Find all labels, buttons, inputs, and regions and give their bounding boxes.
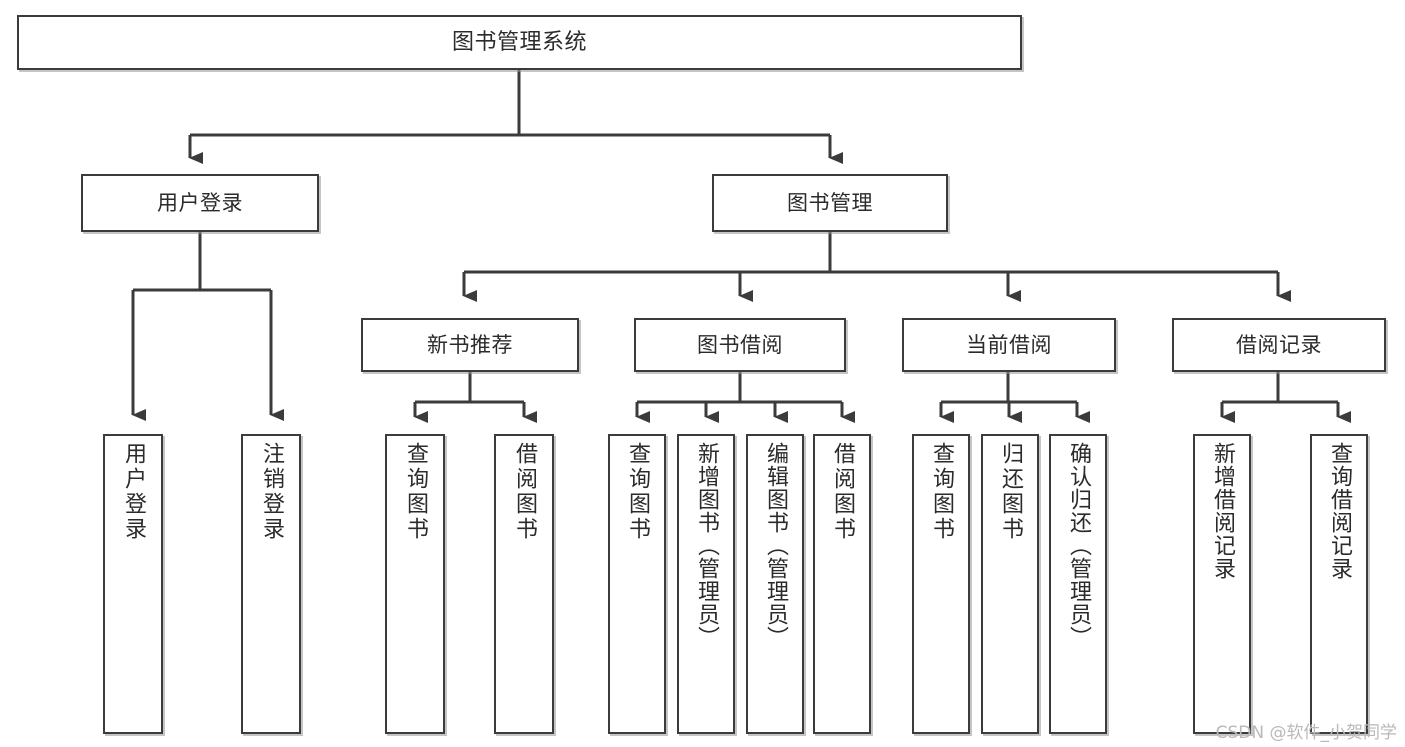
node-borrow-record-label: 借阅记录 xyxy=(1236,332,1322,357)
leaf-new-book-query-label: 查询图书 xyxy=(402,442,428,542)
leaf-new-book-borrow[interactable]: 借阅图书 xyxy=(494,434,554,734)
leaf-current-borrow-query[interactable]: 查询图书 xyxy=(912,434,970,734)
leaf-user-login-login-label: 用户登录 xyxy=(120,442,146,542)
node-book-management-label: 图书管理 xyxy=(787,190,873,215)
leaf-current-borrow-return-label: 归还图书 xyxy=(997,442,1023,542)
node-book-borrow-label: 图书借阅 xyxy=(697,332,783,357)
leaf-book-borrow-query-label: 查询图书 xyxy=(624,442,650,542)
node-current-borrow-label: 当前借阅 xyxy=(966,332,1052,357)
leaf-borrow-record-query-label: 查询借阅记录 xyxy=(1326,442,1352,580)
leaf-book-borrow-edit[interactable]: 编辑图书（管理员） xyxy=(746,434,804,734)
leaf-new-book-borrow-label: 借阅图书 xyxy=(511,442,537,542)
leaf-user-login-login[interactable]: 用户登录 xyxy=(103,434,163,734)
watermark: CSDN @软件_小贺同学 xyxy=(1215,723,1397,743)
leaf-book-borrow-query[interactable]: 查询图书 xyxy=(608,434,666,734)
node-new-book-recommend[interactable]: 新书推荐 xyxy=(361,318,579,372)
leaf-user-login-logout[interactable]: 注销登录 xyxy=(241,434,301,734)
leaf-current-borrow-confirm[interactable]: 确认归还（管理员） xyxy=(1049,434,1107,734)
node-current-borrow[interactable]: 当前借阅 xyxy=(902,318,1116,372)
node-book-borrow[interactable]: 图书借阅 xyxy=(634,318,846,372)
leaf-book-borrow-borrow[interactable]: 借阅图书 xyxy=(813,434,871,734)
node-book-management[interactable]: 图书管理 xyxy=(712,174,948,232)
node-root-label: 图书管理系统 xyxy=(451,29,587,55)
node-root[interactable]: 图书管理系统 xyxy=(17,15,1022,70)
leaf-book-borrow-edit-label: 编辑图书（管理员） xyxy=(762,442,788,649)
node-user-login[interactable]: 用户登录 xyxy=(81,174,319,232)
leaf-book-borrow-add-label: 新增图书（管理员） xyxy=(693,442,719,649)
leaf-book-borrow-add[interactable]: 新增图书（管理员） xyxy=(677,434,735,734)
leaf-current-borrow-query-label: 查询图书 xyxy=(928,442,954,542)
leaf-new-book-query[interactable]: 查询图书 xyxy=(385,434,445,734)
leaf-borrow-record-add[interactable]: 新增借阅记录 xyxy=(1193,434,1251,734)
leaf-current-borrow-return[interactable]: 归还图书 xyxy=(981,434,1039,734)
node-user-login-label: 用户登录 xyxy=(157,190,243,215)
leaf-borrow-record-add-label: 新增借阅记录 xyxy=(1209,442,1235,580)
leaf-current-borrow-confirm-label: 确认归还（管理员） xyxy=(1065,442,1091,649)
leaf-book-borrow-borrow-label: 借阅图书 xyxy=(829,442,855,542)
leaf-borrow-record-query[interactable]: 查询借阅记录 xyxy=(1310,434,1368,734)
node-borrow-record[interactable]: 借阅记录 xyxy=(1172,318,1386,372)
leaf-user-login-logout-label: 注销登录 xyxy=(258,442,284,542)
node-new-book-recommend-label: 新书推荐 xyxy=(427,332,513,357)
